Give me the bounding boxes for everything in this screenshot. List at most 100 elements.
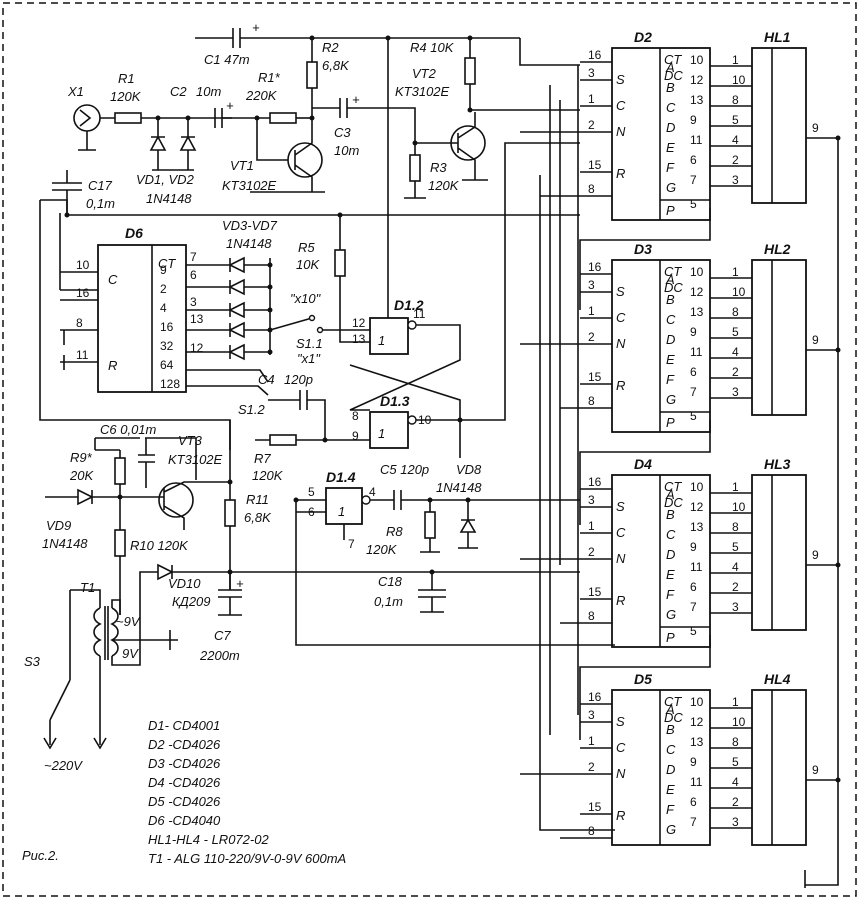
c2-plus: +: [226, 98, 234, 113]
display-common-pin: 9: [812, 121, 819, 135]
c18-label: C18: [378, 574, 403, 589]
counter-input-name: R: [616, 378, 625, 393]
c6-label: C6 0,01m: [100, 422, 157, 437]
display-input-pin: 8: [732, 305, 739, 319]
vt1-transistor-icon: [287, 142, 323, 178]
counter-segment-name: F: [666, 160, 675, 175]
counter-output-pin: 6: [690, 153, 697, 167]
mains-label: ~220V: [44, 758, 83, 773]
vt2-label: VT2: [412, 66, 437, 81]
display-input-pin: 4: [732, 560, 739, 574]
r8-value: 120K: [366, 542, 398, 557]
counter-input-pin: 1: [588, 734, 595, 748]
display-input-pin: 8: [732, 520, 739, 534]
x10-label: "x10": [290, 291, 322, 306]
counter-input-pin: 15: [588, 158, 602, 172]
counter-input-pin: 8: [588, 824, 595, 838]
counter-output-pin: 11: [690, 775, 703, 789]
d6-right-weight: 2: [160, 282, 167, 296]
counter-input-name: N: [616, 124, 626, 139]
vd10-label: VD10: [168, 576, 201, 591]
counter-ct-label: CT: [664, 694, 682, 709]
display-label: HL4: [764, 671, 791, 687]
display-input-pin: 5: [732, 755, 739, 769]
counter-output-pin: 13: [690, 305, 704, 319]
r9-value: 20K: [69, 468, 94, 483]
x1-connector-icon: [73, 104, 101, 132]
input-section: X1 R1 120K VD1, VD2 1N4148 C2 10m + R1* …: [40, 20, 580, 218]
x1-range-label: "x1": [297, 351, 321, 366]
r10-label: R10 120K: [130, 538, 189, 553]
counter-input-name: S: [616, 284, 625, 299]
counter-input-name: C: [616, 98, 626, 113]
counter-segment-name: D: [666, 332, 675, 347]
counter-output-pin: 11: [690, 560, 703, 574]
counter-chip-label: D3: [634, 241, 652, 257]
r2-label: R2: [322, 40, 339, 55]
counter-dc-label: DC: [664, 280, 683, 295]
display-common-bus: [804, 140, 839, 888]
counter-input-name: C: [616, 525, 626, 540]
counter-output-pin: 6: [690, 795, 697, 809]
display-input-pin: 3: [732, 815, 739, 829]
counter-segment-name: B: [666, 507, 675, 522]
d6-right-weight: 64: [160, 358, 174, 372]
display-input-pin: 1: [732, 53, 739, 67]
counter-input-name: R: [616, 808, 625, 823]
d6-left-pin: 10: [76, 258, 90, 272]
counter-input-name: N: [616, 766, 626, 781]
display-input-pin: 5: [732, 325, 739, 339]
counter-input-pin: 15: [588, 800, 602, 814]
d12-pin-out: 11: [413, 307, 426, 321]
c4-value: 120p: [284, 372, 313, 387]
counter-input-pin: 2: [588, 545, 595, 559]
counter-output-pin: 7: [690, 600, 697, 614]
vd37-label: VD3-VD7: [222, 218, 278, 233]
counter-input-name: C: [616, 740, 626, 755]
r1-label: R1: [118, 71, 135, 86]
d6-right-weight: 9: [160, 263, 167, 277]
counter-input-name: S: [616, 499, 625, 514]
gates-section: D1.2 1 12 13 11 D1.3 1 8 9 10 R7 120K D1…: [252, 35, 615, 646]
counter-buses: [519, 38, 615, 831]
counter-output-pin: 10: [690, 695, 704, 709]
counter-output-pin: 13: [690, 520, 704, 534]
legend-line: D6 -CD4040: [148, 813, 221, 828]
d13-label: D1.3: [380, 393, 410, 409]
display-input-pin: 2: [732, 580, 739, 594]
counter-input-pin: 2: [588, 760, 595, 774]
counter-input-pin: 16: [588, 48, 602, 62]
counter-output-pin: 7: [690, 385, 697, 399]
counter-stages: D2CTDCSCNR16312158A101AB1210BC138CD95DE1…: [520, 29, 841, 846]
legend-line: D5 -CD4026: [148, 794, 221, 809]
counter-segment-name: F: [666, 802, 675, 817]
counter-chip-label: D5: [634, 671, 652, 687]
counter-segment-name: A: [665, 702, 675, 717]
d6-right-weight: 16: [160, 320, 174, 334]
counter-segment-name: B: [666, 80, 675, 95]
d6-c-label: C: [108, 272, 118, 287]
counter-segment-name: E: [666, 567, 675, 582]
counter-input-name: N: [616, 336, 626, 351]
counter-chip-body: [611, 47, 711, 221]
counter-segment-name: C: [666, 312, 676, 327]
vd8-value: 1N4148: [436, 480, 482, 495]
counter-p-name: P: [666, 630, 675, 645]
d12-label: D1.2: [394, 297, 424, 313]
r5-label: R5: [298, 240, 315, 255]
d6-left-pin: 8: [76, 316, 83, 330]
display-label: HL1: [764, 29, 791, 45]
counter-p-pin: 5: [690, 409, 697, 423]
d12-one: 1: [378, 333, 385, 348]
c17-value: 0,1m: [86, 196, 115, 211]
counter-input-pin: 3: [588, 493, 595, 507]
counter-segment-name: A: [665, 487, 675, 502]
counter-output-pin: 6: [690, 580, 697, 594]
c17-label: C17: [88, 178, 113, 193]
counter-output-pin: 13: [690, 93, 704, 107]
vd9-label: VD9: [46, 518, 71, 533]
counter-output-pin: 12: [690, 715, 704, 729]
